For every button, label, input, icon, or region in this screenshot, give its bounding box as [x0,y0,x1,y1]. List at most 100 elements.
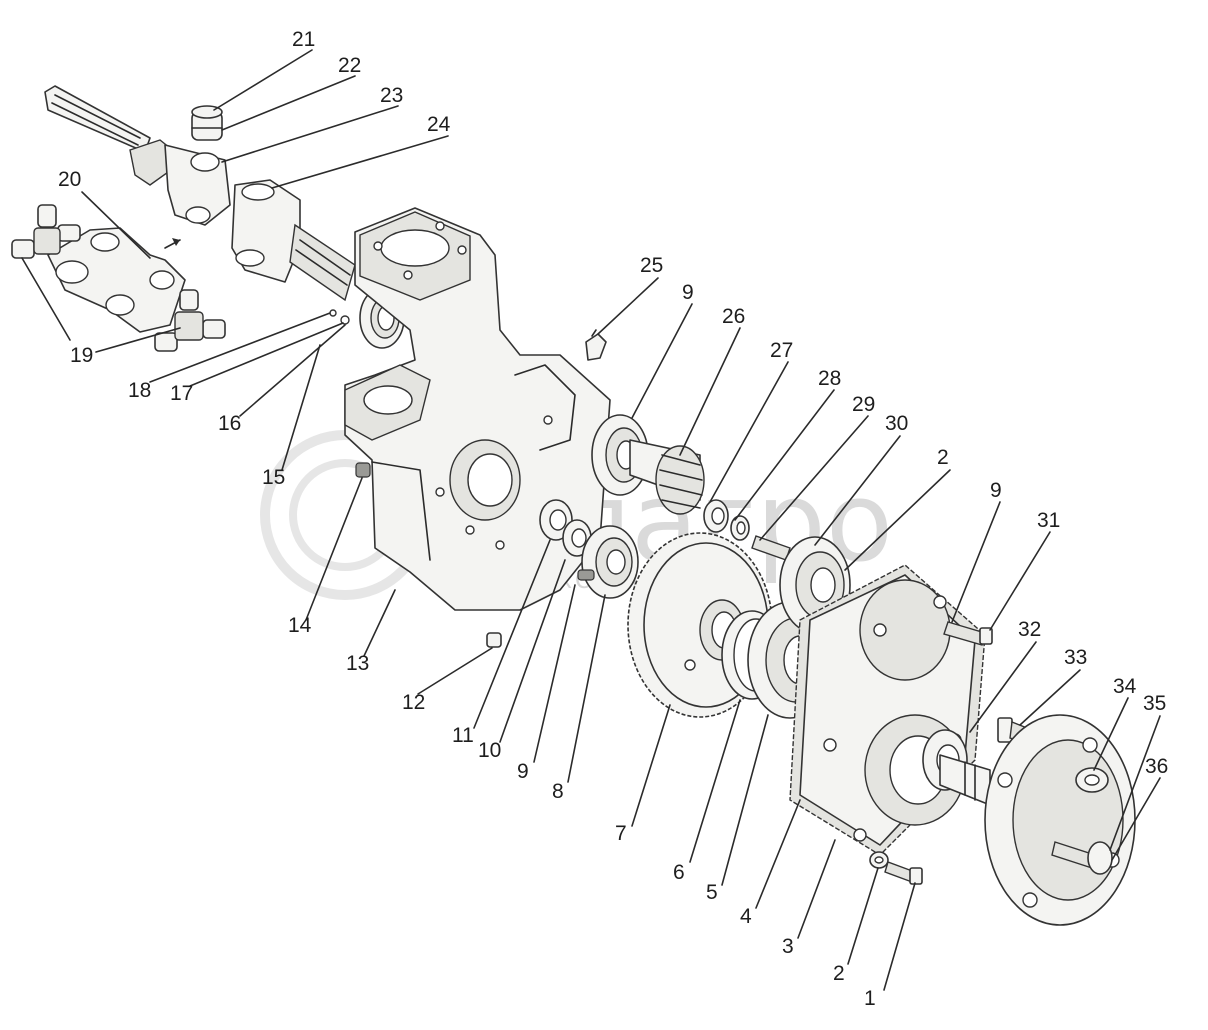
part-12-plug [486,632,502,648]
leader-line-27 [709,361,789,503]
callout-20: 20 [58,168,81,191]
part-9-bearing-lower [581,525,639,599]
callout-29: 29 [852,393,875,416]
leader-line-12 [417,647,493,695]
part-14-plug [355,462,371,478]
part-36-flange [984,714,1136,926]
leader-line-19 [21,257,71,341]
leader-line-20 [81,191,151,259]
part-8-pin [577,569,595,581]
leader-line-28 [734,389,835,521]
leader-line-2b [844,469,951,571]
callout-36: 36 [1145,755,1168,778]
callout-9a: 9 [517,760,529,783]
leader-line-4 [755,799,801,909]
leader-line-22 [221,75,356,131]
callout-12: 12 [402,691,425,714]
part-34-nut [1075,767,1109,793]
leader-line-9b [631,303,693,419]
leader-line-18 [149,312,331,383]
part-23-yoke-shaft [44,85,231,226]
leader-line-36 [1111,777,1161,861]
callout-14: 14 [288,614,312,637]
callout-27: 27 [770,339,793,362]
callout-2b: 2 [937,446,949,469]
leader-line-9a [533,584,576,763]
part-26-gear-shaft [629,439,705,515]
callout-30: 30 [885,412,908,435]
callout-labels: 1 2 3 4 5 6 7 8 9 10 11 12 13 14 15 16 1… [58,28,1168,1010]
leader-line-31 [989,531,1051,631]
leader-line-6 [689,699,741,863]
leader-line-13 [363,589,396,657]
part-35-bolt [1051,841,1113,875]
callout-4: 4 [740,905,752,928]
callout-9c: 9 [990,479,1002,502]
callout-11: 11 [452,724,474,747]
leader-line-9c [951,501,1001,623]
leader-line-26 [679,327,741,456]
part-25-breather [585,329,607,361]
leader-line-19 [95,327,181,353]
part-19-cross-right [154,289,226,352]
part-3-cover [799,574,976,846]
part-2-washer [869,851,889,869]
callout-2a: 2 [833,962,845,985]
leader-line-11 [473,539,551,729]
callout-32: 32 [1018,618,1041,641]
leader-line-34 [1093,697,1129,771]
callout-1: 1 [864,987,876,1010]
callout-5: 5 [706,881,718,904]
callout-17: 17 [170,382,193,405]
leader-line-14 [305,477,363,621]
callout-31: 31 [1037,509,1060,532]
callout-18: 18 [128,379,151,402]
callout-21: 21 [292,28,315,51]
leader-lines [21,49,1161,991]
callout-33: 33 [1064,646,1087,669]
callout-28: 28 [818,367,841,390]
callout-22: 22 [338,54,361,77]
leader-line-2a [847,867,879,965]
callout-35: 35 [1143,692,1166,715]
part-28-ring [730,515,750,541]
callout-19: 19 [70,344,93,367]
part-19-cross-left [11,204,81,259]
leader-line-16 [239,324,346,417]
leader-line-35 [1109,715,1161,851]
leader-line-33 [1019,669,1081,726]
leader-line-30 [814,435,901,546]
leader-line-24 [271,135,449,189]
leader-line-17 [189,322,344,387]
callout-6: 6 [673,861,685,884]
callout-34: 34 [1113,675,1137,698]
part-24-yoke [231,179,356,302]
callout-9b: 9 [682,281,694,304]
leader-line-1 [883,882,916,991]
leader-line-23 [221,105,399,163]
callout-7: 7 [615,822,627,845]
callout-26: 26 [722,305,745,328]
callout-13: 13 [346,652,369,675]
leader-line-7 [631,704,671,827]
callout-15: 15 [262,466,285,489]
part-21-cap [191,105,223,141]
part-27-ring [703,499,729,533]
callout-16: 16 [218,412,241,435]
part-31-bolt [943,621,993,646]
callout-3: 3 [782,935,794,958]
part-20-double-yoke [47,227,186,333]
leader-line-5 [721,714,769,886]
part-1-bolt [884,861,923,885]
leader-line-10 [499,559,566,743]
callout-8: 8 [552,780,564,803]
leader-line-3 [797,839,836,939]
leader-line-25 [597,277,659,335]
callout-25: 25 [640,254,663,277]
leader-line-8 [567,594,606,783]
callout-24: 24 [427,113,451,136]
callout-10: 10 [478,739,501,762]
leader-line-32 [969,641,1037,733]
leader-line-21 [213,49,313,111]
